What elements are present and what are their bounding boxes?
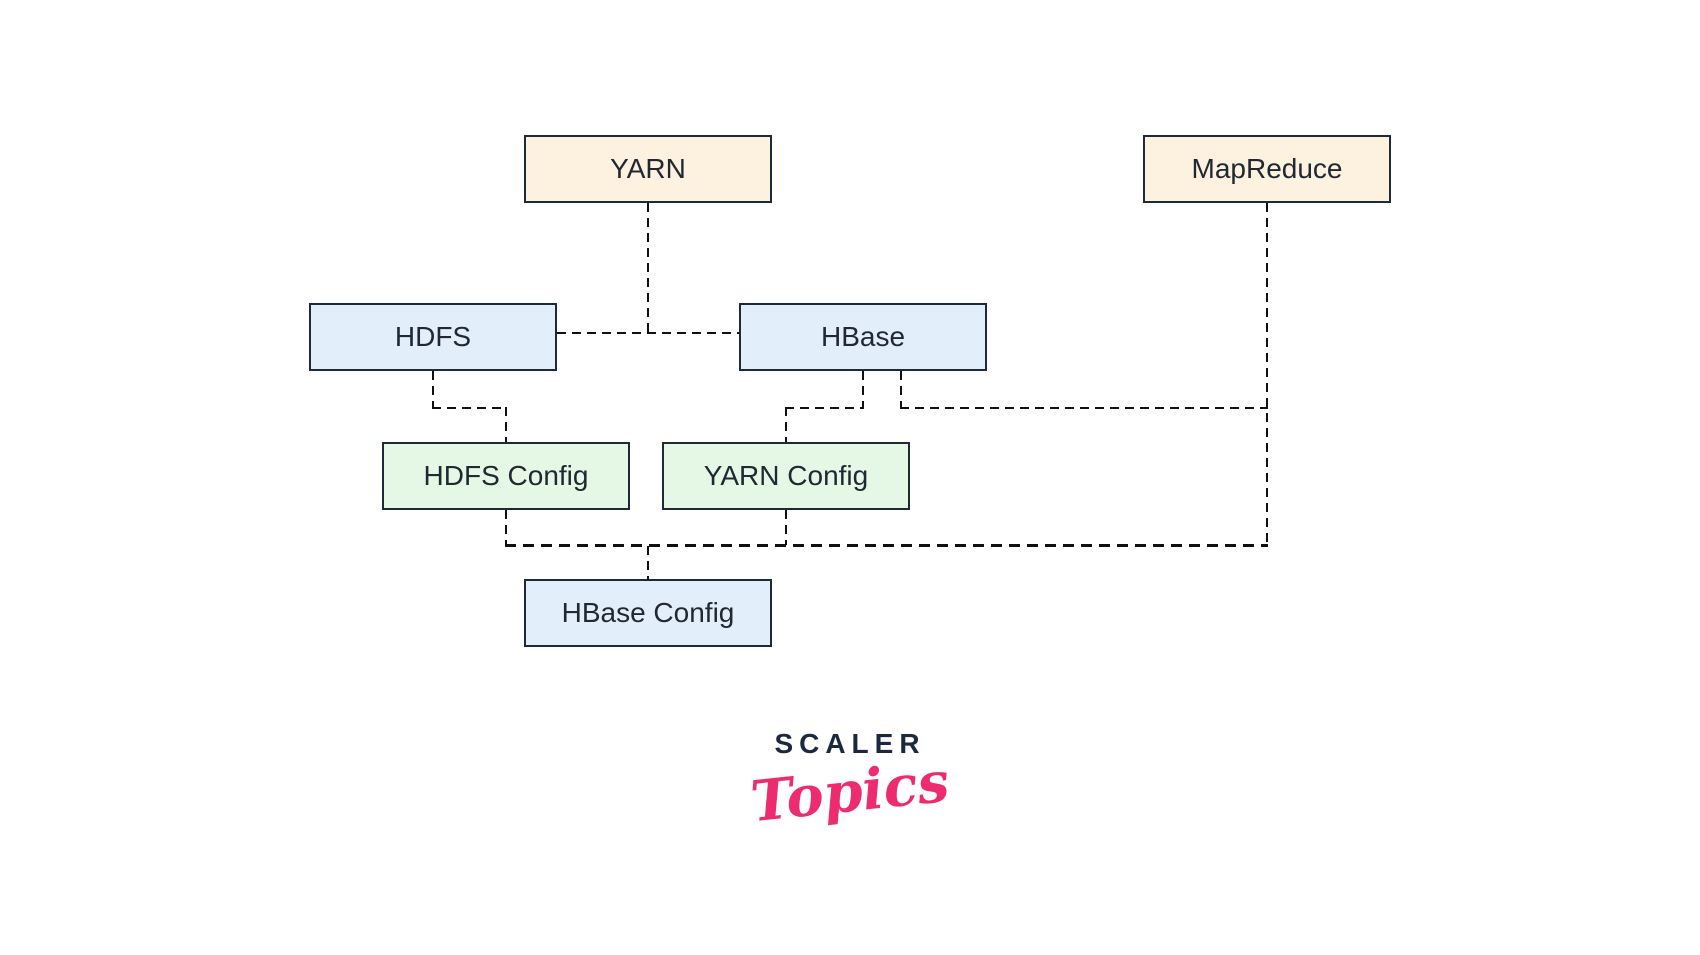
connector-yarn-config-step [785,407,864,409]
connector-hdfs-stem [432,371,434,408]
connector-mapreduce-link [900,407,1268,409]
node-label: MapReduce [1191,153,1343,184]
node-label: YARN Config [703,460,869,491]
logo-sub-text: Topics [747,748,953,836]
connector-yarn-stem [647,203,649,333]
connector-hbase-stem-right [900,371,902,408]
node-hdfs: HDFS [309,303,557,371]
scaler-topics-logo: SCALER Topics [748,728,952,835]
node-label: YARN [610,153,686,184]
connector-hdfs-config-drop [505,510,507,545]
node-hbase: HBase [739,303,987,371]
node-label: HDFS Config [423,460,589,491]
connector-yarn-config-stem [785,407,787,442]
logo-brand-text: SCALER [774,728,926,759]
node-hbase-config: HBase Config [524,579,772,647]
node-hdfs-config: HDFS Config [382,442,630,510]
node-label: HDFS [394,321,472,352]
node-label: HBase [820,321,906,352]
connector-hbase-config-stem [647,546,649,580]
connector-yarn-config-drop [785,510,787,545]
connector-hbase-stem-left [862,371,864,408]
connector-hdfs-config-step [432,407,507,409]
connector-mapreduce-stem [1266,203,1268,546]
node-yarn: YARN [524,135,772,203]
connector-hdfs-config-stem [505,407,507,442]
node-mapreduce: MapReduce [1143,135,1391,203]
connector-hdfs-hbase-link [557,332,739,334]
connector-config-bus [505,544,1268,547]
node-yarn-config: YARN Config [662,442,910,510]
node-label: HBase Config [561,597,735,628]
